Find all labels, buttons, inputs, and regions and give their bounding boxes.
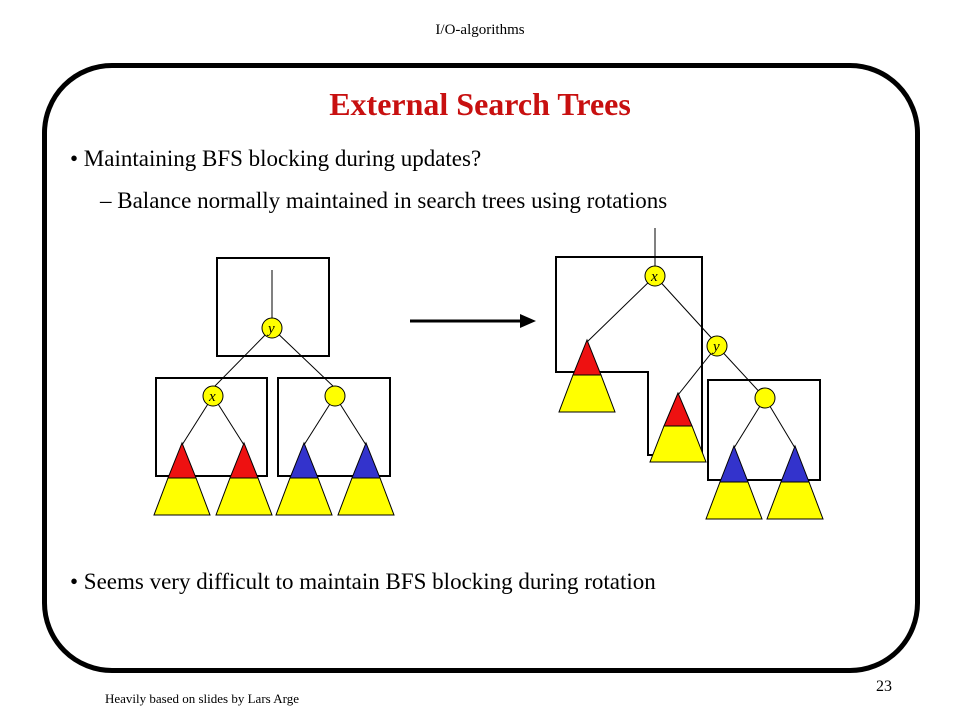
rotation-arrow xyxy=(410,314,536,328)
page-number: 23 xyxy=(876,678,892,695)
left-node-y xyxy=(261,317,283,339)
right-subtree-yellow-1 xyxy=(558,374,616,413)
left-tree xyxy=(153,257,395,516)
right-subtree-yellow-2 xyxy=(649,425,707,463)
right-subtree-red-1 xyxy=(572,338,602,376)
left-node-x xyxy=(202,385,224,407)
footer-credit: Heavily based on slides by Lars Arge xyxy=(105,691,299,706)
right-subtree-red-2 xyxy=(663,391,693,427)
subbullet-balance-rotations: – Balance normally maintained in search … xyxy=(100,188,668,213)
right-subtree-blue-2 xyxy=(780,444,810,483)
left-subtree-blue-1 xyxy=(289,441,319,479)
slide-title: External Search Trees xyxy=(329,86,631,122)
left-bottom-left-block xyxy=(155,377,268,477)
left-subtree-blue-2 xyxy=(351,441,381,479)
right-subtree-blue-1 xyxy=(719,444,749,483)
left-node-x-label: x xyxy=(208,389,216,405)
right-subtree-yellow-3 xyxy=(705,481,763,520)
slide-frame xyxy=(42,63,920,673)
left-subtree-red-1 xyxy=(167,441,197,479)
right-bottom-block xyxy=(707,379,821,481)
right-tree xyxy=(555,228,824,520)
right-node-y xyxy=(706,335,728,357)
right-top-block xyxy=(555,256,703,456)
slide-header: I/O-algorithms xyxy=(435,22,525,38)
left-subtree-yellow-4 xyxy=(337,477,395,516)
left-bottom-right-block xyxy=(277,377,391,477)
bullet-difficult-rotation: • Seems very difficult to maintain BFS b… xyxy=(70,569,656,594)
left-subtree-yellow-1 xyxy=(153,477,211,516)
right-node-y-label: y xyxy=(711,339,720,355)
right-node-x-label: x xyxy=(650,269,658,285)
right-node-x xyxy=(644,265,666,287)
right-subtree-yellow-4 xyxy=(766,481,824,520)
bullet-maintaining-bfs: • Maintaining BFS blocking during update… xyxy=(70,146,482,171)
right-node-right xyxy=(754,387,776,409)
left-subtree-yellow-3 xyxy=(275,477,333,516)
left-node-right xyxy=(324,385,346,407)
left-top-block xyxy=(216,257,330,357)
left-subtree-yellow-2 xyxy=(215,477,273,516)
left-subtree-red-2 xyxy=(229,441,259,479)
left-node-y-label: y xyxy=(266,321,275,337)
